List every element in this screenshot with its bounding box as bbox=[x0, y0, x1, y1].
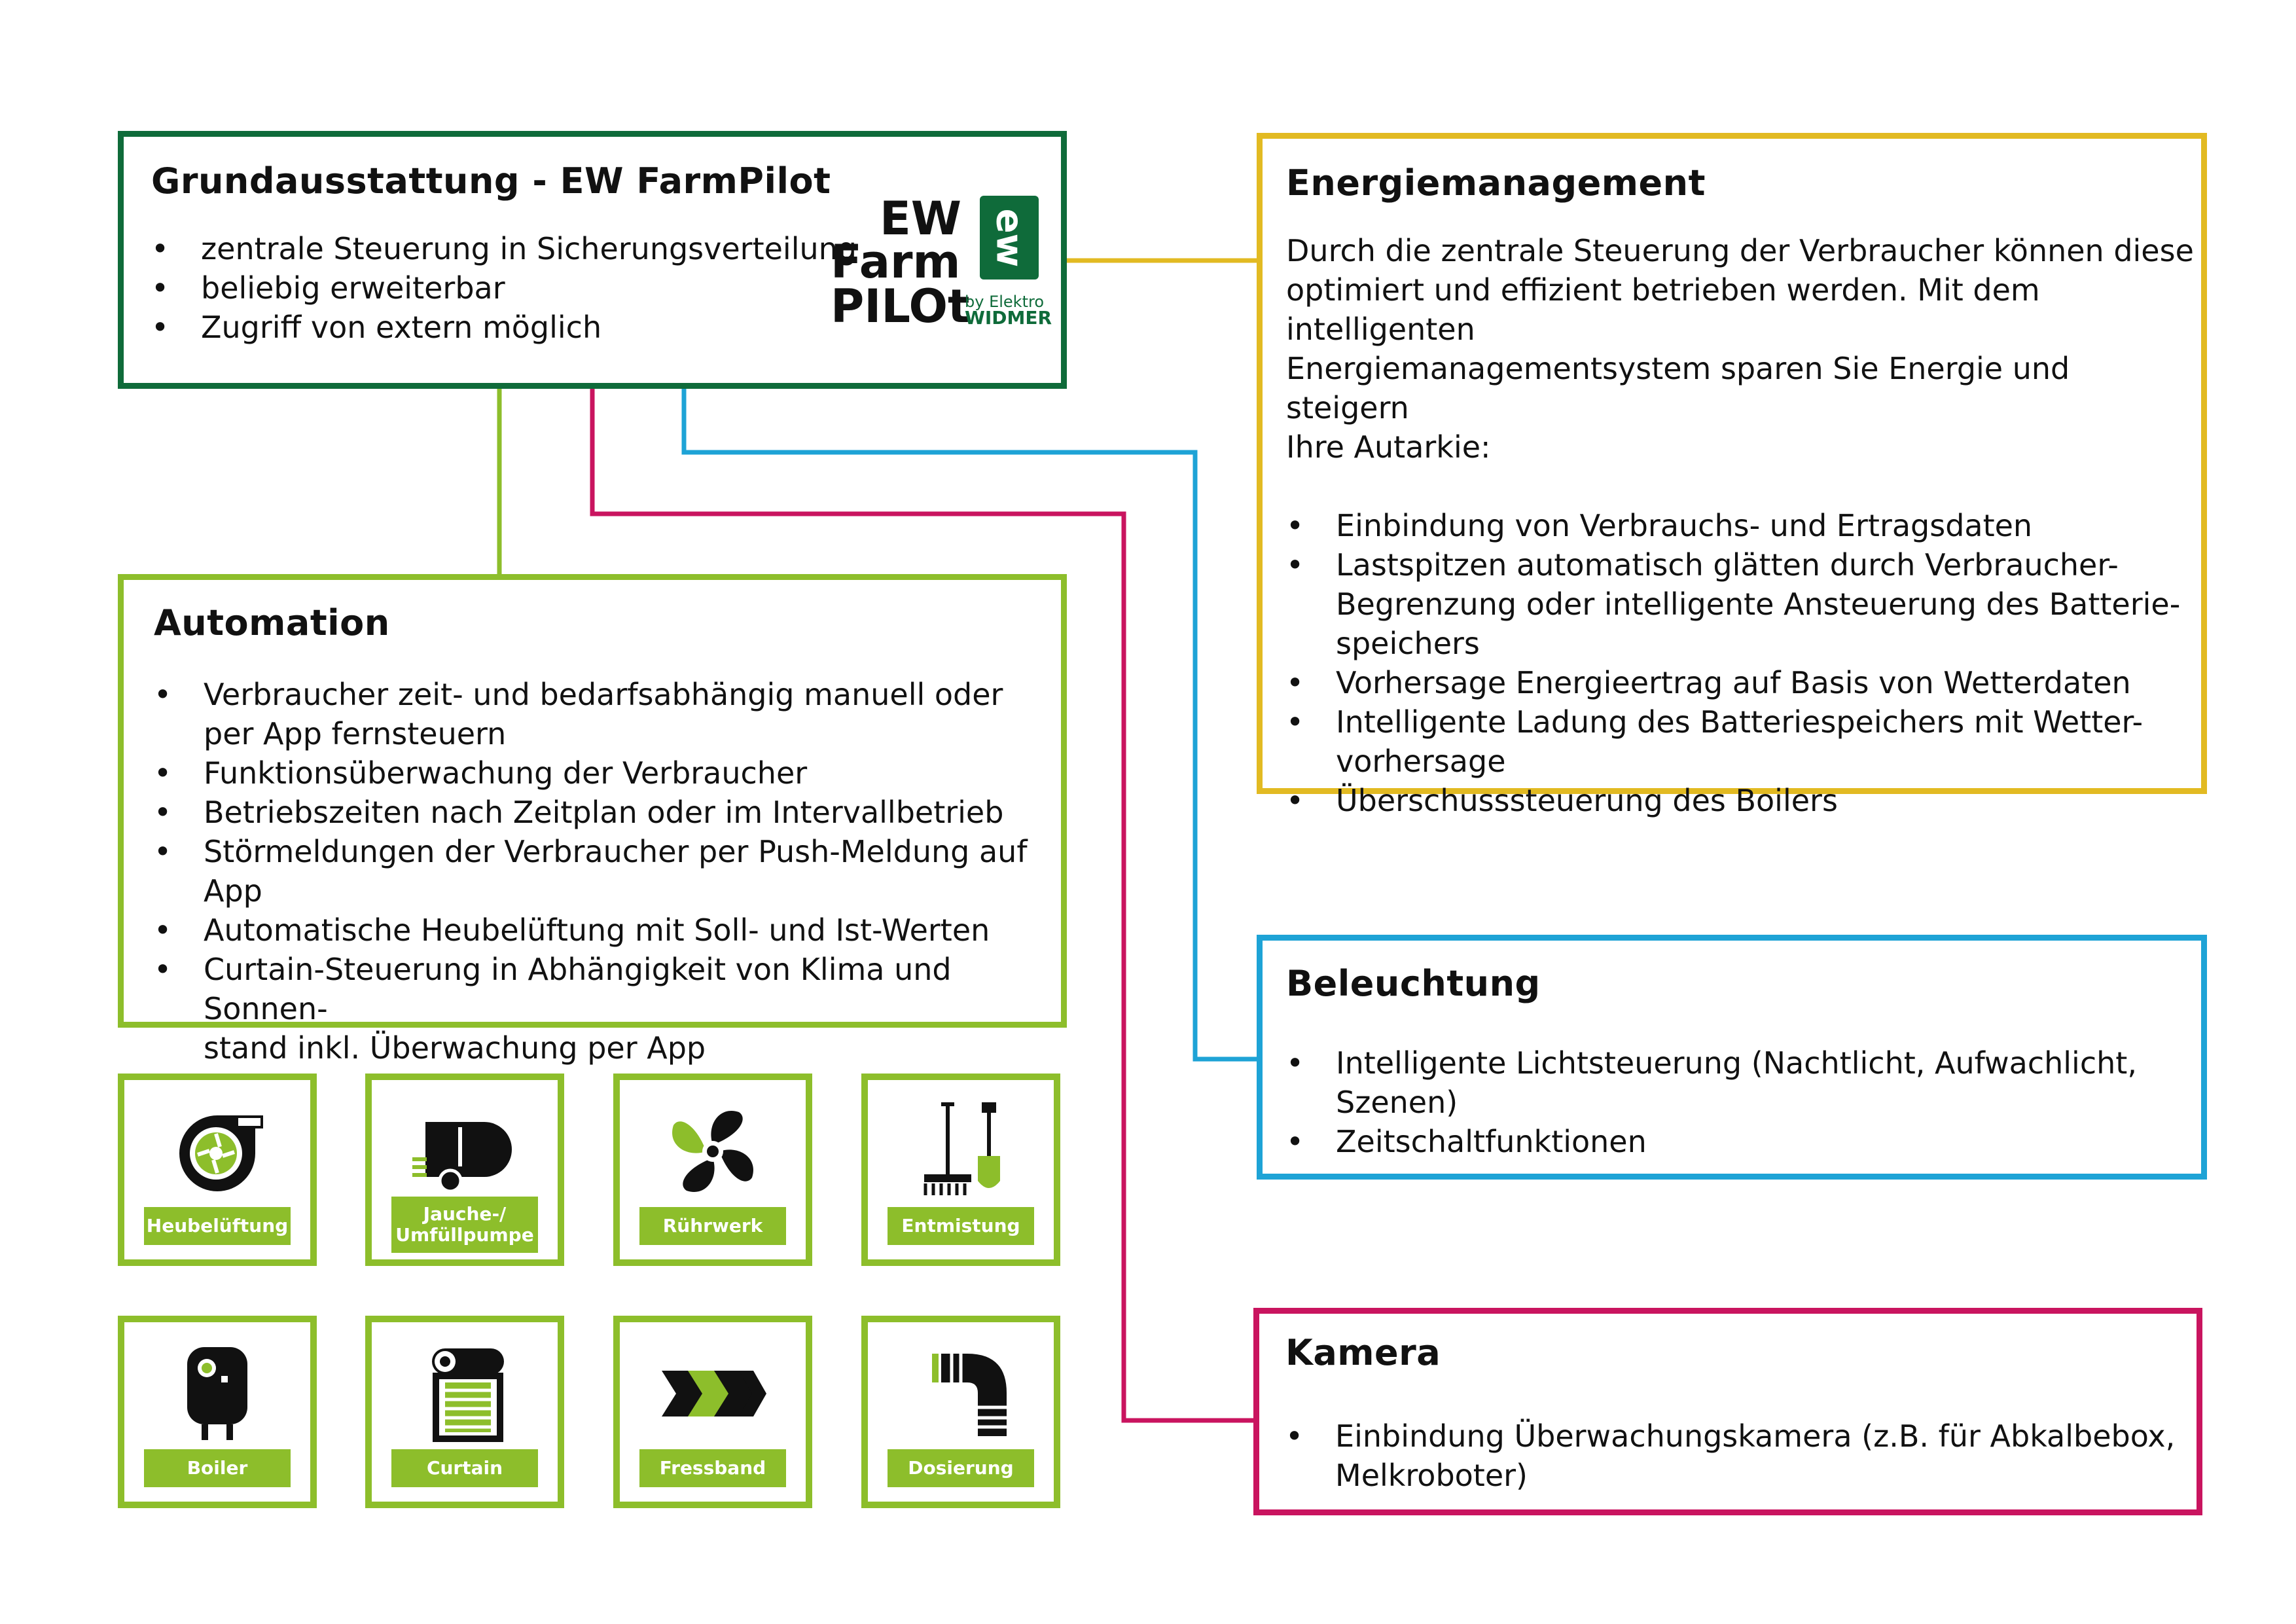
logo-line-ew: EW bbox=[879, 192, 961, 245]
tile-curtain: Curtain bbox=[365, 1316, 564, 1508]
kamera-title: Kamera bbox=[1285, 1332, 1441, 1373]
tile-label: Curtain bbox=[391, 1449, 538, 1487]
agitator-propeller-icon bbox=[672, 1111, 753, 1192]
tile-heubelueftung: Heubelüftung bbox=[118, 1074, 317, 1266]
tile-label: Rührwerk bbox=[639, 1207, 786, 1245]
ew-badge-icon: ew bbox=[980, 196, 1039, 280]
list-item: Funktionsüberwachung der Verbraucher bbox=[154, 753, 1061, 793]
list-item: Betriebszeiten nach Zeitplan oder im Int… bbox=[154, 793, 1061, 832]
energiemanagement-title: Energiemanagement bbox=[1286, 162, 1706, 204]
list-item: Zeitschaltfunktionen bbox=[1286, 1122, 2201, 1161]
list-item: beliebig erweiterbar bbox=[151, 268, 1061, 308]
tile-dosierung: Dosierung bbox=[861, 1316, 1060, 1508]
automation-list: Verbraucher zeit- und bedarfsabhängig ma… bbox=[154, 675, 1061, 1068]
grundausstattung-box: Grundausstattung - EW FarmPilot zentrale… bbox=[118, 131, 1067, 389]
connector-kamera bbox=[590, 389, 1257, 1423]
tile-label: Heubelüftung bbox=[144, 1207, 291, 1245]
list-item: Lastspitzen automatisch glätten durch Ve… bbox=[1286, 545, 2201, 663]
beleuchtung-title: Beleuchtung bbox=[1286, 963, 1541, 1004]
rake-shovel-icon bbox=[924, 1102, 1000, 1195]
list-item: Überschusssteuerung des Boilers bbox=[1286, 781, 2201, 820]
farmpilot-logo: EW Farm PILOt ew by Elektro WIDMER bbox=[831, 196, 1053, 340]
beleuchtung-list: Intelligente Lichtsteuerung (Nachtlicht,… bbox=[1286, 1043, 2201, 1161]
intro-line: Durch die zentrale Steuerung der Verbrau… bbox=[1286, 233, 2194, 268]
slurry-tank-icon bbox=[412, 1122, 512, 1193]
logo-by: by Elektro bbox=[965, 293, 1044, 311]
list-item: Einbindung von Verbrauchs- und Ertragsda… bbox=[1286, 506, 2201, 545]
tile-label: Fressband bbox=[639, 1449, 786, 1487]
fan-blower-icon bbox=[179, 1115, 263, 1191]
tile-label: Entmistung bbox=[888, 1207, 1034, 1245]
intro-line: Energiemanagementsystem sparen Sie Energ… bbox=[1286, 351, 2070, 425]
conveyor-chevrons-icon bbox=[662, 1371, 766, 1416]
tile-boiler: Boiler bbox=[118, 1316, 317, 1508]
energiemanagement-box: Energiemanagement Durch die zentrale Ste… bbox=[1257, 133, 2207, 820]
list-item: Vorhersage Energieertrag auf Basis von W… bbox=[1286, 663, 2201, 702]
tile-label: Boiler bbox=[144, 1449, 291, 1487]
intro-line: Ihre Autarkie: bbox=[1286, 429, 1491, 465]
list-item: Curtain-Steuerung in Abhängigkeit von Kl… bbox=[154, 950, 1061, 1068]
dosing-pipe-icon bbox=[932, 1354, 1007, 1436]
kamera-list: Einbindung Überwachungskamera (z.B. für … bbox=[1285, 1416, 2197, 1495]
connector-beleuchtung bbox=[681, 389, 1257, 1062]
list-item: Einbindung Überwachungskamera (z.B. für … bbox=[1285, 1416, 2197, 1495]
list-item: Automatische Heubelüftung mit Soll- und … bbox=[154, 911, 1061, 950]
list-item: Verbraucher zeit- und bedarfsabhängig ma… bbox=[154, 675, 1061, 753]
list-item: Intelligente Ladung des Batteriespeicher… bbox=[1286, 702, 2201, 781]
kamera-box: Kamera Einbindung Überwachungskamera (z.… bbox=[1253, 1308, 2202, 1515]
energiemanagement-intro: Durch die zentrale Steuerung der Verbrau… bbox=[1286, 231, 2201, 467]
tile-label: Dosierung bbox=[888, 1449, 1034, 1487]
automation-box: Automation Verbraucher zeit- und bedarfs… bbox=[118, 574, 1067, 1066]
list-item: Störmeldungen der Verbraucher per Push-M… bbox=[154, 832, 1061, 911]
boiler-icon bbox=[187, 1347, 247, 1440]
logo-line-farm: Farm bbox=[831, 235, 961, 289]
logo-brand: WIDMER bbox=[965, 307, 1052, 329]
list-item: Intelligente Lichtsteuerung (Nachtlicht,… bbox=[1286, 1043, 2201, 1122]
tile-entmistung: Entmistung bbox=[861, 1074, 1060, 1266]
automation-title: Automation bbox=[154, 602, 390, 643]
grundausstattung-list: zentrale Steuerung in Sicherungsverteilu… bbox=[151, 229, 1061, 347]
logo-line-pilot: PILOt bbox=[831, 280, 970, 333]
tile-label: Jauche-/ Umfüllpumpe bbox=[391, 1197, 538, 1253]
tile-fressband: Fressband bbox=[613, 1316, 812, 1508]
beleuchtung-box: Beleuchtung Intelligente Lichtsteuerung … bbox=[1257, 935, 2207, 1180]
grundausstattung-title: Grundausstattung - EW FarmPilot bbox=[151, 160, 831, 202]
tile-ruehrwerk: Rührwerk bbox=[613, 1074, 812, 1266]
curtain-roll-icon bbox=[432, 1348, 504, 1442]
tile-jauchepumpe: Jauche-/ Umfüllpumpe bbox=[365, 1074, 564, 1266]
list-item: Zugriff von extern möglich bbox=[151, 308, 1061, 347]
intro-line: optimiert und effizient betrieben werden… bbox=[1286, 272, 2040, 347]
list-item: zentrale Steuerung in Sicherungsverteilu… bbox=[151, 229, 1061, 268]
energiemanagement-list: Einbindung von Verbrauchs- und Ertragsda… bbox=[1286, 506, 2201, 820]
